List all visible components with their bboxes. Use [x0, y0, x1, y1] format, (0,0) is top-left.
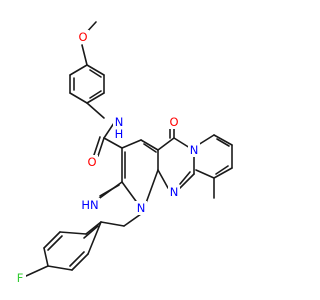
bond-line [25, 265, 49, 277]
bond-line [93, 136, 101, 156]
bond-line [85, 221, 102, 235]
bond-line [71, 253, 89, 271]
bond-line [100, 221, 125, 227]
bond-line [69, 64, 88, 76]
bond-line [43, 231, 61, 249]
bond-line [143, 143, 157, 153]
bond-line [99, 184, 120, 197]
bond-line [179, 171, 191, 185]
amide-nh-text: H [115, 127, 124, 141]
bond-line [43, 247, 49, 267]
bond-line [121, 139, 142, 149]
bond-line [103, 137, 123, 149]
bond-line [86, 64, 105, 76]
bond-line [215, 165, 229, 175]
bond-line [173, 137, 191, 149]
n-ring2-text: N [170, 185, 179, 199]
bond-line [47, 265, 73, 271]
atom-label-layer: O O NH O HN N N N F [14, 30, 200, 285]
bond-line [103, 122, 115, 139]
bond-line [157, 137, 175, 151]
bond-layer [25, 21, 233, 277]
n-ring1-text: N [137, 201, 146, 215]
bond-line [213, 134, 233, 146]
bond-line [123, 213, 142, 227]
bond-line [197, 134, 215, 146]
bond-line [81, 44, 88, 66]
bond-line [216, 138, 230, 147]
n-ring3-text: N [190, 143, 199, 157]
ketone-oxygen-label: O [168, 115, 180, 129]
methoxy-o-text: O [78, 30, 87, 44]
fluorine-text: F [17, 271, 24, 285]
amide-nh-label: NH [113, 115, 125, 141]
bond-line [89, 69, 102, 78]
bond-line [59, 231, 87, 235]
amide-o-text: O [87, 155, 96, 169]
methoxy-oxygen-label: O [77, 30, 89, 44]
imine-nh-text: HN [81, 198, 98, 212]
bond-line [89, 90, 102, 99]
amide-nh-text: N [115, 115, 124, 129]
bond-line [86, 102, 105, 119]
ring-nitrogen-3-label: N [188, 143, 200, 157]
bond-line [195, 169, 215, 179]
bond-line [140, 139, 159, 151]
bond-line [87, 221, 102, 255]
bond-line [179, 173, 195, 189]
bond-line [47, 235, 63, 251]
amide-oxygen-label: O [86, 155, 98, 169]
bond-line [69, 92, 88, 104]
ring-nitrogen-2-label: N [168, 185, 180, 199]
imine-nh-label: HN [80, 198, 100, 212]
bond-line [97, 137, 105, 157]
chemical-structure-diagram: O O NH O HN N N N F [14, 21, 233, 285]
bond-line [145, 169, 159, 204]
bond-line [157, 169, 169, 189]
ketone-o-text: O [169, 115, 178, 129]
bond-line [69, 251, 85, 267]
bond-line [213, 167, 233, 179]
bond-line [86, 92, 105, 104]
ring-nitrogen-1-label: N [135, 201, 147, 215]
fluorine-label: F [14, 271, 26, 285]
bond-line [83, 225, 99, 239]
